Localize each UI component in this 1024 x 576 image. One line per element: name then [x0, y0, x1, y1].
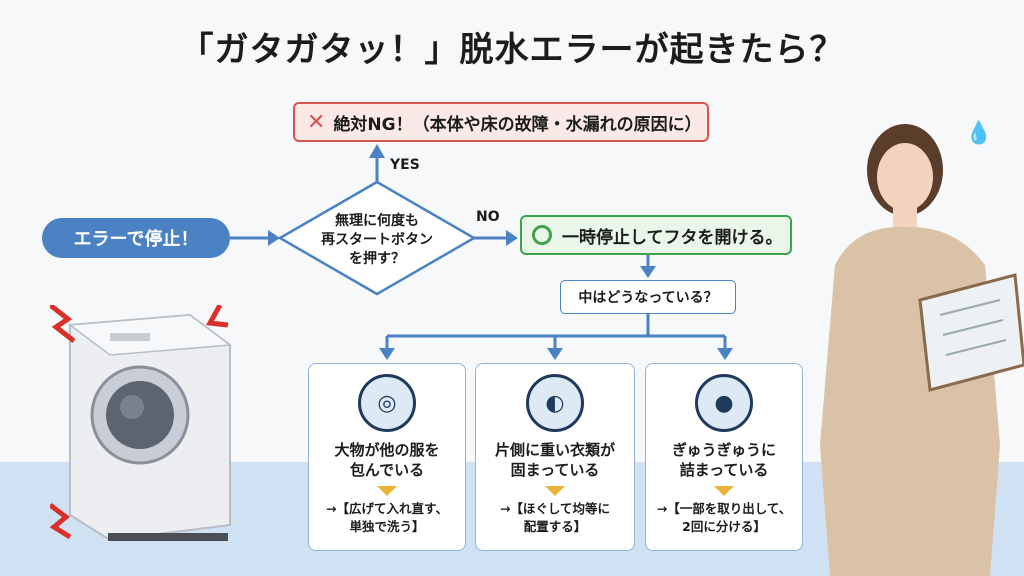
down-arrow-icon	[714, 486, 734, 496]
case-remedy: →【一部を取り出して、 2回に分ける】	[656, 501, 792, 534]
case-card-bulky: ◎ 大物が他の服を 包んでいる →【広げて入れ直す、 単独で洗う】	[308, 363, 466, 551]
down-arrow-icon	[545, 486, 565, 496]
case-remedy: →【ほぐして均等に 配置する】	[499, 501, 611, 534]
one-side-drum-icon: ◐	[526, 374, 584, 432]
case-title: ぎゅうぎゅうに 詰まっている	[671, 441, 777, 479]
yes-label: YES	[390, 157, 420, 173]
case-title: 大物が他の服を 包んでいる	[334, 441, 440, 479]
case-title: 片側に重い衣類が 固まっている	[494, 441, 615, 479]
start-node: エラーで停止！	[42, 218, 230, 258]
no-label: NO	[476, 209, 500, 225]
cross-mark-icon: ✕	[307, 109, 326, 135]
decision-text: 無理に何度も 再スタートボタン を押す？	[321, 213, 433, 267]
bulky-item-drum-icon: ◎	[358, 374, 416, 432]
svg-text:💧: 💧	[965, 120, 992, 146]
packed-drum-icon: ●	[695, 374, 753, 432]
decision-diamond	[277, 180, 477, 296]
page-title: 「ガタガタッ！」脱水エラーが起きたら？	[179, 30, 845, 70]
ok-text: 一時停止してフタを開ける。	[562, 227, 783, 248]
case-card-one-side: ◐ 片側に重い衣類が 固まっている →【ほぐして均等に 配置する】	[475, 363, 635, 551]
worried-woman-illustration: 💧	[820, 120, 1024, 576]
ng-text: 絶対NG！（本体や床の故障・水漏れの原因に）	[333, 114, 702, 135]
case-remedy: →【広げて入れ直す、 単独で洗う】	[326, 501, 448, 534]
down-arrow-icon	[377, 486, 397, 496]
ng-warning-box: ✕ 絶対NG！（本体や床の故障・水漏れの原因に）	[293, 102, 709, 142]
case-card-packed: ● ぎゅうぎゅうに 詰まっている →【一部を取り出して、 2回に分ける】	[645, 363, 803, 551]
ok-action-box: 一時停止してフタを開ける。	[520, 215, 792, 255]
question-box: 中はどうなっている？	[560, 280, 736, 314]
circle-mark-icon	[532, 225, 552, 245]
washing-machine-illustration	[50, 305, 233, 542]
